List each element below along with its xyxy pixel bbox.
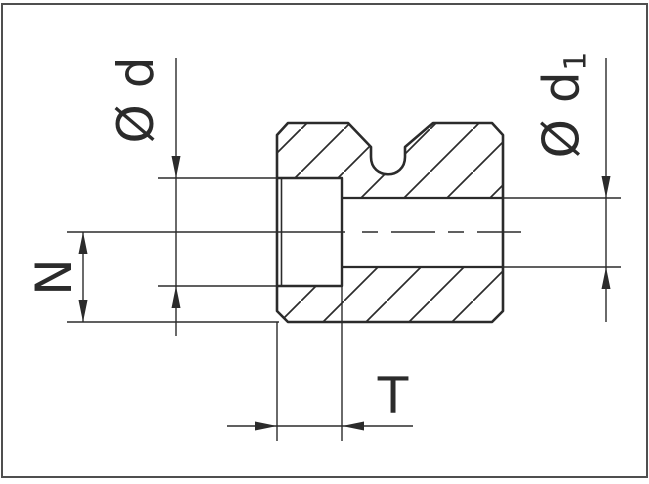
drawing-border xyxy=(1,3,648,478)
arrowhead-n-top xyxy=(78,232,88,254)
hatched-section-fill xyxy=(277,123,503,322)
t-text: T xyxy=(377,367,409,425)
arrowhead-d-bottom xyxy=(171,286,181,308)
arrowhead-t-right xyxy=(342,421,364,431)
dim-label-diameter-d: Ø d xyxy=(107,57,165,144)
body-outline xyxy=(275,121,505,324)
dim-label-diameter-d1: Ø d1 xyxy=(533,51,594,159)
arrowhead-n-bottom xyxy=(78,300,88,322)
arrowhead-d1-top xyxy=(601,176,611,198)
arrowhead-t-left xyxy=(255,421,277,431)
arrowhead-d-top xyxy=(171,156,181,178)
extension-lines xyxy=(67,177,621,441)
diameter-d1-subscript: 1 xyxy=(558,51,594,71)
diameter-d1-text: Ø d xyxy=(532,71,591,159)
dim-label-n: N xyxy=(25,258,83,295)
arrowhead-d1-bottom xyxy=(601,267,611,289)
dim-label-t: T xyxy=(378,371,409,421)
n-text: N xyxy=(25,258,83,296)
arrowheads xyxy=(78,156,611,431)
diameter-d-text: Ø d xyxy=(107,56,165,144)
